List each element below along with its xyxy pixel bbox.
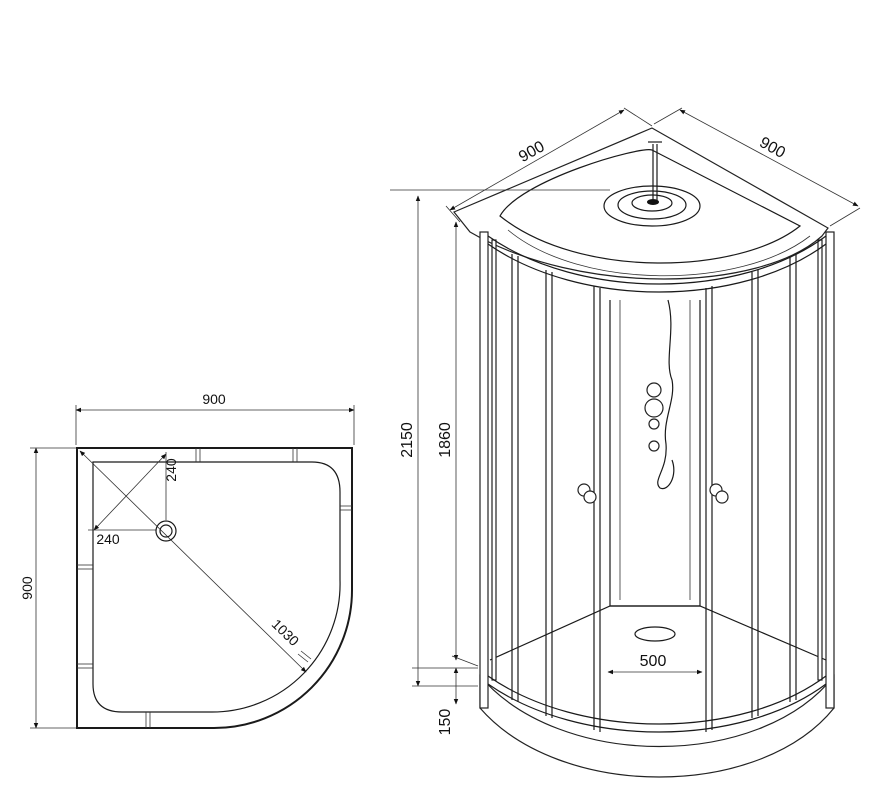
plan-view: 900 900 1030 240 240 (19, 391, 355, 729)
mixer-controls (644, 382, 664, 452)
plan-corner-y-label: 240 (163, 458, 179, 482)
roof-inner (499, 149, 802, 264)
frame-posts (479, 231, 835, 709)
total-height-label: 2150 (399, 422, 416, 458)
elevation-top-left-label: 900 (516, 138, 548, 166)
back-wall (609, 300, 701, 607)
plan-depth-label: 900 (19, 576, 35, 600)
elevation-top-right-label: 900 (756, 134, 788, 162)
shower-hose (657, 299, 675, 490)
door-height-label: 1860 (437, 422, 454, 458)
rain-shower-outer (603, 185, 701, 227)
roof-panel (453, 127, 829, 280)
rain-shower-head (647, 199, 659, 205)
door-handles (577, 483, 729, 504)
plan-diagonal-label: 1030 (269, 616, 303, 649)
sliding-doors (487, 235, 827, 733)
plan-width-label: 900 (202, 391, 226, 407)
plan-basin-outline (92, 461, 341, 713)
elevation-view: 900 900 2150 1860 150 (390, 107, 861, 778)
plan-tray-outline (76, 447, 353, 729)
tray-height-label: 150 (437, 709, 454, 736)
shower-tray (479, 674, 835, 778)
door-width-label: 500 (640, 653, 667, 670)
elevation-top-right-dimension (679, 109, 859, 207)
elevation-top-left-dimension (449, 109, 625, 211)
tray-floor-edge (489, 605, 827, 661)
plan-drain-inner (159, 524, 173, 538)
tray-drain (634, 626, 676, 642)
plan-diagonal-dimension (79, 450, 307, 673)
plan-corner-x-label: 240 (96, 531, 120, 547)
plan-rim-tabs (77, 448, 352, 728)
plan-drain-outer (155, 520, 177, 542)
